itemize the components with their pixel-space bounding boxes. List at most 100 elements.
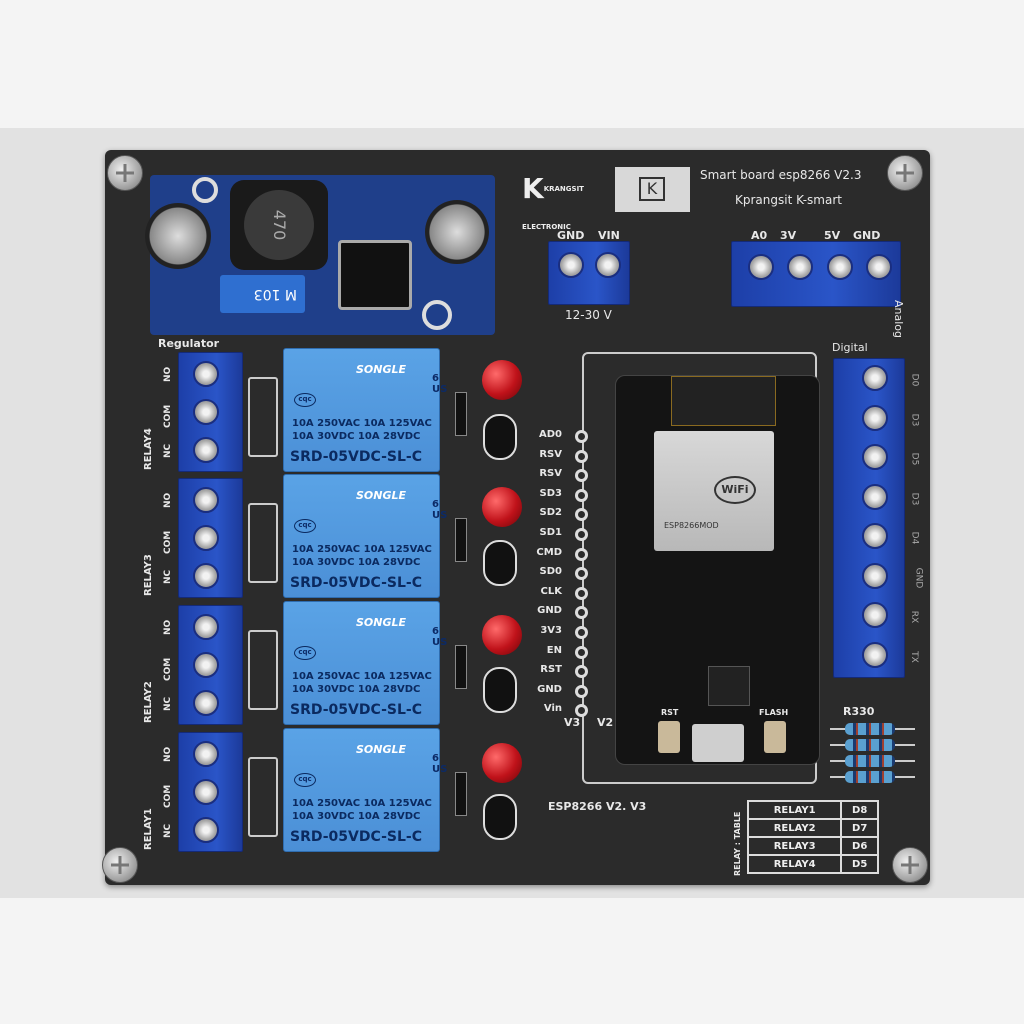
resistor — [845, 723, 895, 735]
pin-hole — [575, 626, 588, 639]
pin-hole — [575, 430, 588, 443]
digital-pin-label: D0 — [909, 373, 920, 387]
terminal-screw[interactable] — [862, 602, 888, 628]
relay-name-label: RELAY3 — [143, 554, 154, 596]
relay-outline — [248, 503, 278, 583]
esp-pin-label: SD0 — [539, 566, 562, 578]
resistor-label: R330 — [843, 705, 875, 718]
pin-hole — [575, 488, 588, 502]
terminal-screw[interactable] — [862, 444, 888, 470]
esp-pin-label: SD3 — [539, 487, 562, 499]
flash-label: FLASH — [759, 708, 789, 717]
3v-label: 3V — [780, 229, 797, 242]
esp-pin-label: AD0 — [539, 429, 562, 440]
relay-pin-label: NC — [163, 569, 173, 584]
board-subtitle: Kprangsit K-smart — [735, 193, 842, 207]
regulator-label: Regulator — [158, 337, 220, 350]
wifi-antenna — [671, 376, 776, 426]
5v-label: 5V — [824, 229, 841, 242]
diode — [455, 392, 467, 436]
relay-pin-label: NO — [163, 746, 173, 762]
pin-hole — [575, 449, 588, 463]
relay-pin-label: NO — [163, 619, 173, 635]
relay-pin-label: NO — [163, 366, 173, 382]
relay-outline — [248, 757, 278, 837]
relay-terminal[interactable] — [178, 352, 243, 472]
relay-pin-label: NC — [163, 443, 173, 458]
gnd-label: GND — [853, 229, 881, 242]
capacitor — [145, 203, 211, 269]
esp-pin-label: GND — [537, 605, 562, 617]
pin-hole — [575, 645, 588, 659]
voltage-label: 12-30 V — [565, 308, 612, 322]
red-led — [482, 615, 522, 655]
terminal-screw[interactable] — [862, 523, 888, 549]
relay-table-title: RELAY : TABLE — [733, 811, 742, 876]
esp-pin-label: Vin — [543, 703, 562, 715]
terminal-screw[interactable] — [862, 404, 888, 431]
red-led — [482, 360, 522, 400]
relay-table-cell: D8 — [840, 800, 879, 820]
relay-outline — [248, 377, 278, 457]
micro-usb-port[interactable] — [692, 724, 744, 762]
inductor: 470 — [230, 180, 328, 270]
digital-pin-label: GND — [913, 567, 924, 588]
digital-pin-label: D5 — [909, 452, 920, 466]
potentiometer[interactable]: M 103 — [220, 275, 305, 313]
relay-pin-label: COM — [163, 657, 173, 681]
screw — [107, 155, 143, 191]
diode — [455, 645, 467, 689]
capacitor — [425, 200, 489, 264]
a0-label: A0 — [751, 229, 768, 242]
esp-label: ESP8266 V2. V3 — [548, 800, 647, 813]
esp-pin-label: GND — [537, 683, 562, 695]
esp-pin-label: RST — [540, 664, 562, 676]
relay-terminal[interactable] — [178, 732, 243, 852]
pin-hole — [575, 684, 588, 698]
esp8266-module: WiFi ESP8266MOD — [654, 431, 774, 551]
pin-hole — [575, 547, 588, 561]
digital-pin-label: D4 — [909, 531, 920, 545]
relay-table-cell: RELAY4 — [746, 854, 843, 874]
rst-button[interactable] — [658, 721, 680, 753]
screw — [887, 155, 923, 191]
flash-button[interactable] — [764, 721, 786, 753]
terminal-screw[interactable] — [862, 365, 888, 391]
pin-hole — [575, 508, 588, 522]
diode — [455, 518, 467, 562]
regulator-ic — [338, 240, 412, 310]
nodemcu-board: WiFi ESP8266MOD RST FLASH — [615, 375, 820, 765]
power-terminal[interactable] — [548, 241, 630, 305]
terminal-screw[interactable] — [862, 641, 888, 668]
analog-terminal[interactable] — [731, 241, 901, 307]
relay-pin-label: COM — [163, 784, 173, 808]
esp-pin-label: CLK — [540, 585, 562, 597]
diode — [455, 772, 467, 816]
terminal-screw[interactable] — [862, 562, 888, 589]
relay-table-cell: D7 — [840, 818, 879, 838]
terminal-screw[interactable] — [862, 483, 888, 510]
digital-terminal[interactable] — [833, 358, 905, 678]
transistor — [483, 540, 517, 586]
relay-pin-label: NC — [163, 696, 173, 711]
k-logo-box: K — [615, 167, 690, 212]
gnd-label: GND — [557, 229, 585, 242]
v2-label: V2 — [597, 716, 614, 729]
esp-pin-label: EN — [546, 644, 562, 656]
digital-pin-label: TX — [908, 650, 919, 663]
pin-hole — [575, 567, 588, 581]
relay-outline — [248, 630, 278, 710]
relay-terminal[interactable] — [178, 478, 243, 598]
esp-pin-label: SD2 — [539, 507, 562, 519]
resistor — [845, 771, 895, 783]
relay-terminal[interactable] — [178, 605, 243, 725]
mount-hole — [192, 177, 218, 203]
analog-label: Analog — [892, 300, 905, 339]
relay-pin-label: COM — [163, 404, 173, 428]
regulator-module: 470 M 103 — [145, 175, 495, 335]
